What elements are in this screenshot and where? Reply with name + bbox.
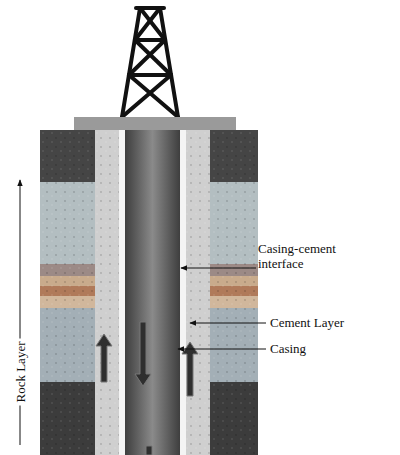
cement-layer xyxy=(95,130,210,455)
derrick-brace xyxy=(140,8,165,40)
casing-pipe xyxy=(125,130,180,455)
derrick-brace xyxy=(135,40,171,75)
derrick xyxy=(122,8,178,117)
platform xyxy=(74,117,236,130)
derrick-brace xyxy=(129,75,178,117)
flow-arrow-stub xyxy=(146,446,152,455)
casing-wall xyxy=(180,130,186,455)
derrick-brace xyxy=(135,8,160,40)
flow-arrow-down xyxy=(135,322,151,386)
derrick-bar xyxy=(135,38,165,42)
derrick-leg xyxy=(122,8,140,117)
callout-label: Casing-cement interface xyxy=(258,241,368,271)
callout-label: Cement Layer xyxy=(270,315,390,330)
derrick-bar xyxy=(129,73,171,77)
derrick-brace xyxy=(122,75,171,117)
rock-texture xyxy=(40,130,258,455)
casing-wall xyxy=(119,130,125,455)
cement-texture xyxy=(95,130,210,455)
leader-lines xyxy=(20,180,266,445)
flow-arrow-up xyxy=(182,342,198,396)
leader-line xyxy=(181,268,256,269)
leader-line xyxy=(178,349,266,350)
flow-arrow-up xyxy=(96,334,112,382)
callout-label: Casing xyxy=(270,341,390,356)
leader-line xyxy=(190,323,266,324)
axis-label: Rock Layer xyxy=(13,338,28,405)
flow-arrows xyxy=(96,322,198,455)
derrick-leg xyxy=(160,8,178,117)
derrick-brace xyxy=(129,40,165,75)
